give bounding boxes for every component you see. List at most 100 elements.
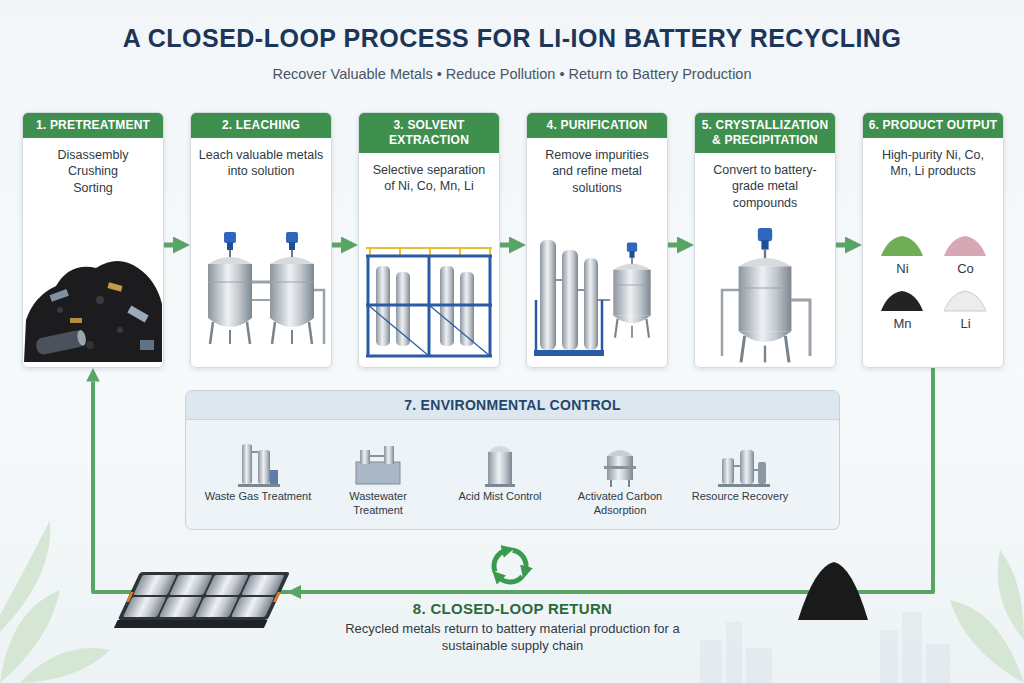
city-skyline — [700, 640, 722, 683]
battery-pack — [195, 597, 238, 617]
leaching-tanks — [208, 232, 324, 344]
resource-recovery-icon — [718, 484, 770, 487]
process-box: 5. CRYSTALLIZATION & PRECIPITATION Conver… — [694, 112, 836, 368]
black-mass-pile — [76, 329, 87, 346]
step-heading: 5. CRYSTALLIZATION & PRECIPITATION — [695, 113, 835, 153]
step-card — [22, 112, 1004, 368]
purification-columns — [540, 240, 556, 350]
return-arrowhead — [287, 585, 301, 599]
leaching-tanks — [270, 232, 314, 344]
metal-powder — [881, 291, 923, 311]
purification-columns — [535, 300, 538, 350]
product-label: Co — [934, 231, 997, 286]
flow-arrow — [332, 243, 341, 248]
carbon-adsorber-icon — [628, 480, 630, 487]
step-card — [22, 112, 164, 368]
step-description: High-purity Ni, Co, Mn, Li products — [870, 147, 996, 180]
wastewater-icon — [356, 446, 400, 484]
crystallizer-reactor — [722, 290, 739, 356]
battery-pack — [114, 620, 268, 628]
leaf-decoration — [998, 550, 1024, 640]
loop-heading: 8. CLOSED-LOOP RETURN — [340, 600, 685, 617]
battery-pack — [118, 572, 290, 620]
step-description: Disassembly Crushing Sorting — [47, 147, 139, 196]
wastewater-icon — [384, 446, 394, 464]
leaching-tanks — [208, 232, 252, 344]
purification-columns — [534, 240, 651, 356]
battery-pack — [169, 575, 212, 595]
gas-scrubber-icon — [242, 444, 252, 484]
resource-recovery-icon — [734, 466, 758, 470]
city-skyline — [700, 612, 950, 683]
treatment-unit: Waste Gas Treatment — [204, 432, 312, 526]
wastewater-icon — [356, 462, 400, 484]
extraction-rig — [366, 248, 492, 356]
step-card — [526, 112, 668, 368]
treatment-unit: Wastewater Treatment — [324, 432, 432, 526]
black-mass-pile — [35, 329, 87, 356]
flow-arrow — [164, 243, 173, 248]
carbon-adsorber-icon — [610, 480, 612, 487]
product-grid: NiCoMnLi — [871, 231, 997, 341]
acid-mist-icon — [488, 446, 512, 452]
process-box: 1. PRETREATMENT Disassembly Crushing Sort… — [22, 112, 164, 368]
metal-powder — [944, 291, 986, 311]
resource-recovery-icon — [722, 458, 734, 484]
purification-columns — [613, 243, 650, 338]
battery-pack — [159, 597, 202, 617]
step-heading: 3. SOLVENT EXTRACTION — [359, 113, 499, 153]
product-label: Li — [934, 286, 997, 341]
black-mass-pile — [70, 318, 82, 323]
loop-description: Recycled metals return to battery materi… — [340, 621, 685, 655]
acid-mist-icon — [488, 452, 512, 484]
metal-powder — [944, 236, 986, 256]
extraction-rig — [368, 305, 429, 356]
recycle-symbol — [513, 550, 526, 570]
city-skyline — [746, 648, 772, 683]
battery-pack — [114, 572, 290, 628]
step-card — [358, 112, 500, 368]
subtitle-area: Recover Valuable Metals • Reduce Polluti… — [0, 66, 1024, 82]
product-label: Mn — [871, 286, 934, 341]
closed-loop-note: 8. CLOSED-LOOP RETURN Recycled metals ret… — [340, 600, 685, 668]
step-heading: 6. PRODUCT OUTPUT — [863, 113, 1003, 138]
battery-pack — [133, 575, 176, 595]
leaf-decoration — [0, 520, 50, 632]
black-mass-pile — [107, 282, 122, 291]
process-box: 2. LEACHINGLeach valuable metals into so… — [190, 112, 332, 368]
carbon-adsorber-icon — [607, 450, 633, 456]
title: A CLOSED-LOOP PROCESS FOR LI-ION BATTERY… — [0, 24, 1024, 53]
wastewater-icon — [370, 455, 384, 457]
leaf-decoration — [0, 520, 1024, 683]
leaching-tanks — [252, 281, 270, 284]
gas-scrubber-icon — [238, 484, 280, 487]
leaching-tanks — [314, 290, 324, 344]
product-label: Ni — [871, 231, 934, 286]
step-heading: 2. LEACHING — [191, 113, 331, 138]
process-box: 4. PURIFICATIONRemove impurities and ref… — [526, 112, 668, 368]
gas-scrubber-icon — [258, 450, 270, 484]
recycle-symbol — [494, 550, 526, 582]
title-area: A CLOSED-LOOP PROCESS FOR LI-ION BATTERY… — [0, 24, 1024, 53]
gas-scrubber-icon — [238, 444, 280, 487]
black-mass-pile — [96, 296, 104, 304]
step-card — [694, 112, 836, 368]
leaching-tanks — [252, 299, 270, 301]
crystallizer-reactor — [791, 300, 810, 356]
step-heading: 1. PRETREATMENT — [23, 113, 163, 138]
wastewater-icon — [360, 450, 370, 464]
city-skyline — [880, 630, 898, 683]
black-mass-pile — [24, 261, 162, 362]
city-skyline — [902, 612, 922, 683]
extraction-rig — [429, 305, 490, 356]
purification-columns — [601, 300, 604, 350]
environmental-panel: 7. ENVIRONMENTAL CONTROL Waste Gas Treatm… — [185, 390, 840, 530]
unit-label: Waste Gas Treatment — [204, 490, 312, 504]
extraction-rig — [460, 272, 474, 346]
treatment-unit: Acid Mist Control — [446, 432, 554, 526]
recycle-symbol — [499, 576, 523, 582]
step-description: Convert to battery-grade metal compounds — [702, 162, 828, 211]
metal-powder — [881, 236, 923, 256]
recycle-symbol — [494, 551, 506, 572]
panel-heading: 7. ENVIRONMENTAL CONTROL — [186, 391, 839, 420]
